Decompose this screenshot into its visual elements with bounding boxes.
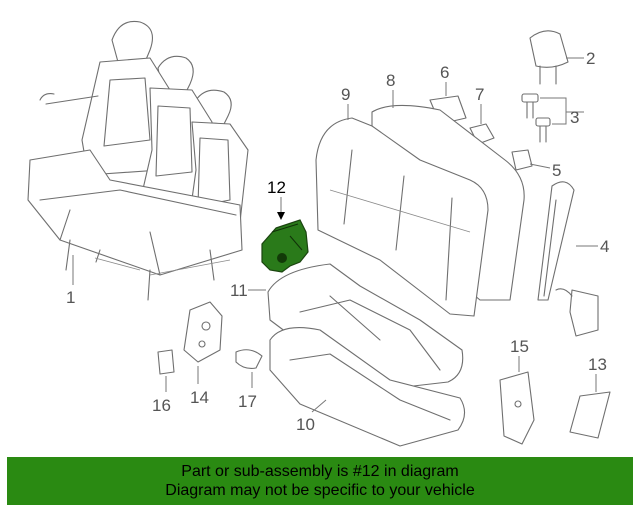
cover-17 — [235, 349, 263, 369]
callout-17: 17 — [238, 392, 257, 411]
parts-diagram: 1 2 3 4 5 6 7 8 9 — [27, 20, 611, 447]
callout-4: 4 — [600, 237, 609, 256]
hinge-14 — [183, 301, 223, 363]
callout-11: 11 — [230, 281, 248, 300]
callout-6: 6 — [440, 63, 449, 82]
callout-12: 12 — [267, 178, 286, 197]
seat-assembly-1 — [27, 20, 249, 301]
callout-1: 1 — [66, 288, 75, 307]
trim-13 — [569, 391, 611, 439]
cap-16 — [157, 349, 175, 375]
headrest-2 — [529, 30, 569, 85]
callout-7: 7 — [475, 85, 484, 104]
recliner-12 — [261, 219, 309, 273]
cushion-11 — [267, 263, 464, 389]
bracket-15 — [499, 371, 535, 445]
banner-line-2: Diagram may not be specific to your vehi… — [165, 482, 475, 499]
seatback-9 — [315, 117, 489, 317]
callout-14: 14 — [190, 388, 209, 407]
callout-5: 5 — [552, 161, 561, 180]
callout-3: 3 — [570, 108, 579, 127]
seatbelt-4 — [537, 181, 599, 337]
callout-15: 15 — [510, 337, 529, 356]
callout-13: 13 — [588, 355, 607, 374]
info-banner: Part or sub-assembly is #12 in diagram D… — [7, 457, 633, 505]
callout-16: 16 — [152, 396, 171, 415]
callout-2: 2 — [586, 49, 595, 68]
cushion-10 — [269, 327, 466, 447]
banner-line-1: Part or sub-assembly is #12 in diagram — [181, 463, 459, 480]
callout-10: 10 — [296, 415, 315, 434]
callout-9: 9 — [341, 85, 350, 104]
guides-3 — [521, 93, 551, 143]
callout-8: 8 — [386, 71, 395, 90]
cover-5 — [511, 149, 533, 171]
